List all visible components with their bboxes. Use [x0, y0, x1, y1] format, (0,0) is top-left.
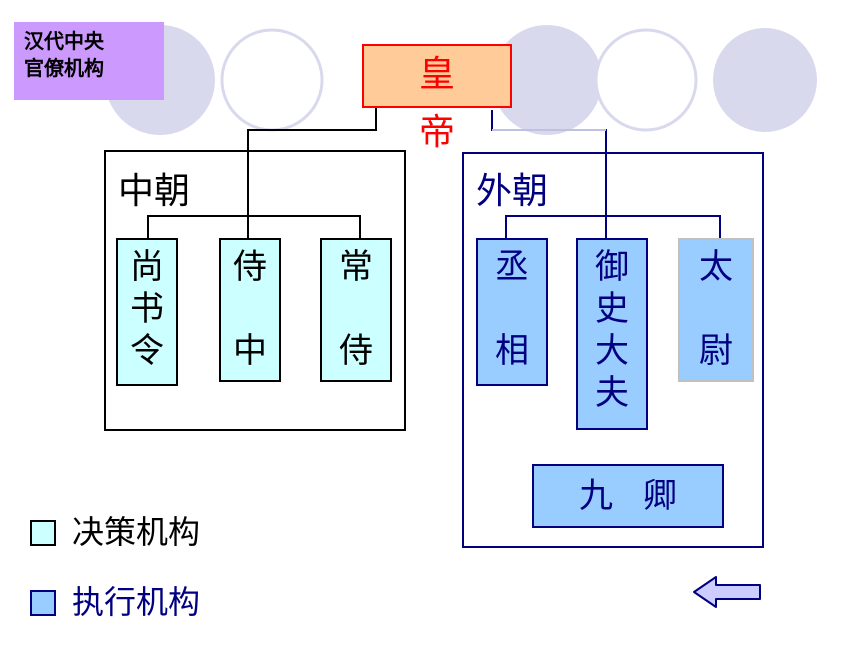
office-char: 中 — [233, 331, 267, 371]
office-char: 尉 — [699, 331, 733, 371]
diagram-title: 汉代中央 官僚机构 — [14, 22, 164, 100]
office-char: 书 — [130, 289, 164, 329]
legend-swatch-execution — [30, 590, 56, 616]
office-char: 史 — [595, 289, 629, 329]
office-char: 夫 — [595, 373, 629, 413]
office-char: 大 — [595, 331, 629, 371]
office-shangshuling: 尚 书 令 — [116, 238, 178, 386]
office-char: 相 — [495, 331, 529, 371]
emperor-box: 皇帝 — [362, 44, 512, 153]
office-char: 常 — [339, 247, 373, 287]
deco-circle-5 — [713, 28, 817, 132]
inner-court-label: 中朝 — [118, 171, 191, 212]
outer-court-label: 外朝 — [476, 171, 549, 212]
office-char: 侍 — [339, 331, 373, 371]
title-line-2: 官僚机构 — [24, 56, 104, 80]
office-char: 令 — [130, 331, 164, 371]
office-char: 御 — [595, 247, 629, 287]
office-shizhong: 侍 中 — [219, 238, 281, 382]
office-yushidafu: 御 史 大 夫 — [576, 238, 648, 430]
inner-court-frame — [104, 150, 406, 431]
office-char: 丞 — [495, 247, 529, 287]
office-char: 太 — [699, 247, 733, 287]
office-char: 侍 — [233, 247, 267, 287]
deco-circle-2 — [220, 28, 324, 132]
nine-ministers-box: 九卿 — [532, 464, 724, 528]
deco-circle-3 — [492, 25, 602, 135]
legend-label-decision: 决策机构 — [72, 513, 201, 551]
legend-label-execution: 执行机构 — [72, 583, 201, 621]
outer-branch-line — [505, 215, 721, 240]
inner-branch-line — [147, 215, 361, 240]
outer-court-frame — [462, 152, 764, 548]
decorative-circles — [105, 25, 817, 135]
deco-circle-4 — [594, 28, 698, 132]
office-changshi: 常 侍 — [320, 238, 392, 382]
office-char: 尚 — [130, 247, 164, 287]
emperor-to-inner-line — [247, 108, 377, 240]
title-line-1: 汉代中央 — [24, 29, 104, 53]
left-arrow-icon[interactable] — [692, 574, 764, 610]
inner-court-connectors — [147, 108, 377, 240]
office-chengxiang: 丞 相 — [476, 238, 548, 386]
legend-swatch-decision — [30, 520, 56, 546]
office-taiwei: 太 尉 — [678, 238, 754, 382]
